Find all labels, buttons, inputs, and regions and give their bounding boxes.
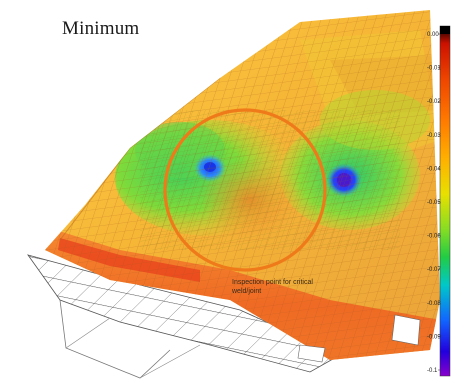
colorbar-tick-label: -0.04 (427, 166, 441, 172)
colorbar-tick-label: -0.02 (427, 99, 441, 105)
figure-title: Minimum (62, 18, 140, 39)
colorbar-tick-label: -0.01 (427, 66, 441, 72)
mesh-gap (391, 314, 421, 346)
annotation-line-2: weld/joint (231, 288, 261, 295)
colorbar-tick-label: -0.06 (427, 234, 441, 240)
colorbar-tick-label: -0.1 (427, 368, 438, 374)
colorbar-tick-label: -0.05 (427, 200, 441, 206)
colorbar-tick-label: -0.08 (427, 301, 441, 307)
colorbar-tick-label: 0.00 (427, 32, 439, 38)
colorbar-tick-label: -0.03 (427, 133, 441, 139)
highlight-circle (163, 108, 327, 272)
annotation-line-1: Inspection point for critical (232, 279, 313, 286)
colorbar-top-cap (440, 26, 450, 34)
mesh-gap (297, 344, 326, 363)
colorbar-tick-label: -0.07 (427, 267, 441, 273)
colorbar-tick-label: -0.09 (427, 334, 441, 340)
colorbar-gradient (439, 25, 451, 377)
colorbar: 0.00 -0.01 -0.02 -0.03 -0.04 -0.05 -0.06 -0.07 -… (427, 25, 451, 377)
base-plate (27, 254, 341, 379)
